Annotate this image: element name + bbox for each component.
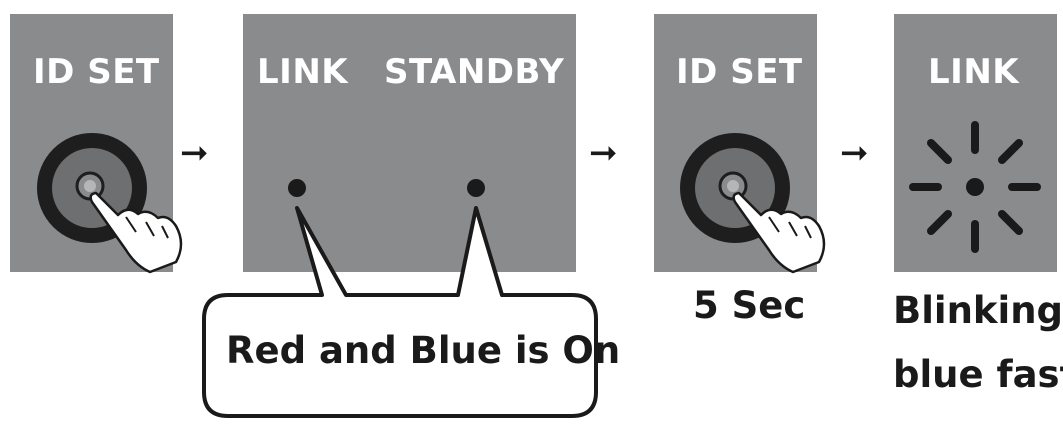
caption-blinking: Blinking <box>893 289 1063 332</box>
link-led-dot <box>966 178 984 196</box>
panel-label-id-set-2: ID SET <box>676 52 803 92</box>
callout-bubble <box>202 206 598 418</box>
callout-text: Red and Blue is On <box>226 329 621 372</box>
panel-label-link: LINK <box>928 52 1020 92</box>
led-label-link: LINK <box>257 52 349 92</box>
blinking-led-icon <box>909 121 1041 253</box>
id-set-button-press-icon <box>680 133 826 274</box>
standby-led-dot <box>467 179 485 197</box>
arrow-right-icon: ➞ <box>840 133 869 173</box>
panel-label-id-set-1: ID SET <box>33 52 160 92</box>
caption-blue-fast: blue fast <box>893 353 1063 396</box>
link-led-dot <box>288 179 306 197</box>
id-set-button-press-icon <box>37 133 183 274</box>
arrow-right-icon: ➞ <box>180 133 209 173</box>
panel-led-status <box>243 14 576 272</box>
caption-5-sec: 5 Sec <box>693 284 806 327</box>
led-label-standby: STANDBY <box>384 52 565 92</box>
arrow-right-icon: ➞ <box>589 133 618 173</box>
